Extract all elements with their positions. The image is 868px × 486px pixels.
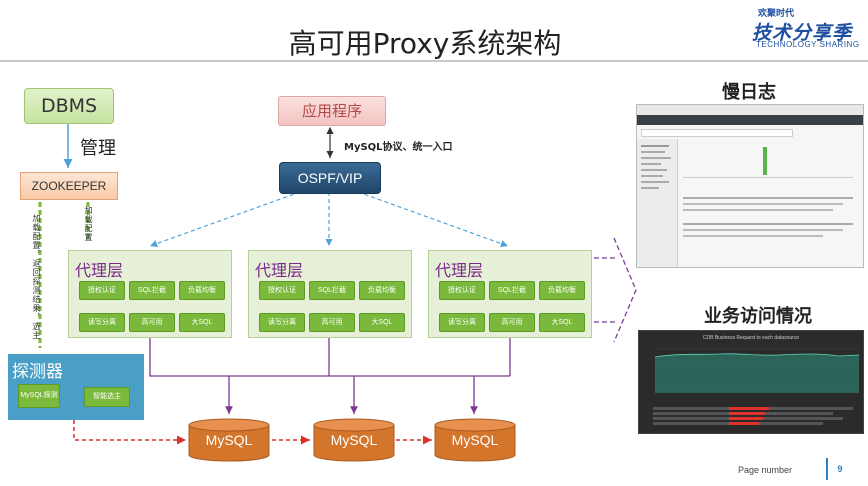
high-availability-button: 高可用 bbox=[129, 313, 175, 332]
smart-elect-button: 智能选主 bbox=[84, 387, 130, 407]
proxy-layer-1: 代理层 授权认证 SQL拦截 负载均衡 读写分离 高可用 大SQL bbox=[68, 250, 232, 338]
title-divider bbox=[0, 60, 868, 62]
big-sql-button: 大SQL bbox=[179, 313, 225, 332]
proxy-title: 代理层 bbox=[75, 261, 124, 280]
mysql-label: MySQL bbox=[205, 432, 253, 448]
mysql-db-3: MySQL bbox=[434, 418, 516, 462]
business-grafana-screenshot: CDB Business Request to each datasource bbox=[638, 330, 864, 434]
sql-intercept-button: SQL拦截 bbox=[129, 281, 175, 300]
mysql-db-1: MySQL bbox=[188, 418, 270, 462]
zookeeper-box: ZOOKEEPER bbox=[20, 172, 118, 200]
rw-split-button: 读写分离 bbox=[259, 313, 305, 332]
application-box: 应用程序 bbox=[278, 96, 386, 126]
business-access-heading: 业务访问情况 bbox=[704, 306, 812, 327]
load-balance-button: 负载均衡 bbox=[179, 281, 225, 300]
database-icon bbox=[313, 418, 395, 462]
database-icon bbox=[188, 418, 270, 462]
high-availability-button: 高可用 bbox=[309, 313, 355, 332]
logo: 技术分享季 bbox=[752, 22, 853, 44]
auth-button: 授权认证 bbox=[79, 281, 125, 300]
mysql-label: MySQL bbox=[451, 432, 499, 448]
big-sql-button: 大SQL bbox=[539, 313, 585, 332]
mysql-db-2: MySQL bbox=[313, 418, 395, 462]
mysql-probe-button: MySQL探测 bbox=[18, 384, 60, 408]
load-balance-button: 负载均衡 bbox=[359, 281, 405, 300]
proxy-title: 代理层 bbox=[435, 261, 484, 280]
proxy-layer-2: 代理层 授权认证 SQL拦截 负载均衡 读写分离 高可用 大SQL bbox=[248, 250, 412, 338]
grafana-chart-title: CDB Business Request to each datasource bbox=[702, 335, 800, 341]
page-number: 9 bbox=[826, 458, 852, 480]
proxy-layer-3: 代理层 授权认证 SQL拦截 负载均衡 读写分离 高可用 大SQL bbox=[428, 250, 592, 338]
probe-flow-label: 加载配置，返回探测结果，选主 bbox=[32, 214, 41, 340]
page-title: 高可用Proxy系统架构 bbox=[288, 27, 562, 60]
ospf-vip-box: OSPF/VIP bbox=[279, 162, 381, 194]
load-config-label: 加载配置 bbox=[84, 206, 93, 242]
slowlog-heading: 慢日志 bbox=[722, 82, 776, 103]
page-number-label: Page number bbox=[738, 465, 793, 475]
slowlog-screenshot bbox=[636, 104, 864, 268]
big-sql-button: 大SQL bbox=[359, 313, 405, 332]
load-balance-button: 负载均衡 bbox=[539, 281, 585, 300]
dbms-box: DBMS bbox=[24, 88, 114, 124]
mysql-label: MySQL bbox=[330, 432, 378, 448]
auth-button: 授权认证 bbox=[439, 281, 485, 300]
sql-intercept-button: SQL拦截 bbox=[309, 281, 355, 300]
protocol-label: MySQL协议、统一入口 bbox=[344, 142, 453, 153]
logo-small-text: 欢聚时代 bbox=[758, 8, 795, 18]
probe-title: 探测器 bbox=[12, 362, 63, 382]
proxy-title: 代理层 bbox=[255, 261, 304, 280]
grafana-chart bbox=[653, 348, 860, 425]
rw-split-button: 读写分离 bbox=[79, 313, 125, 332]
sql-intercept-button: SQL拦截 bbox=[489, 281, 535, 300]
logo-english: TECHNOLOGY SHARING bbox=[756, 40, 860, 49]
database-icon bbox=[434, 418, 516, 462]
manage-label: 管理 bbox=[80, 138, 116, 159]
auth-button: 授权认证 bbox=[259, 281, 305, 300]
high-availability-button: 高可用 bbox=[489, 313, 535, 332]
rw-split-button: 读写分离 bbox=[439, 313, 485, 332]
